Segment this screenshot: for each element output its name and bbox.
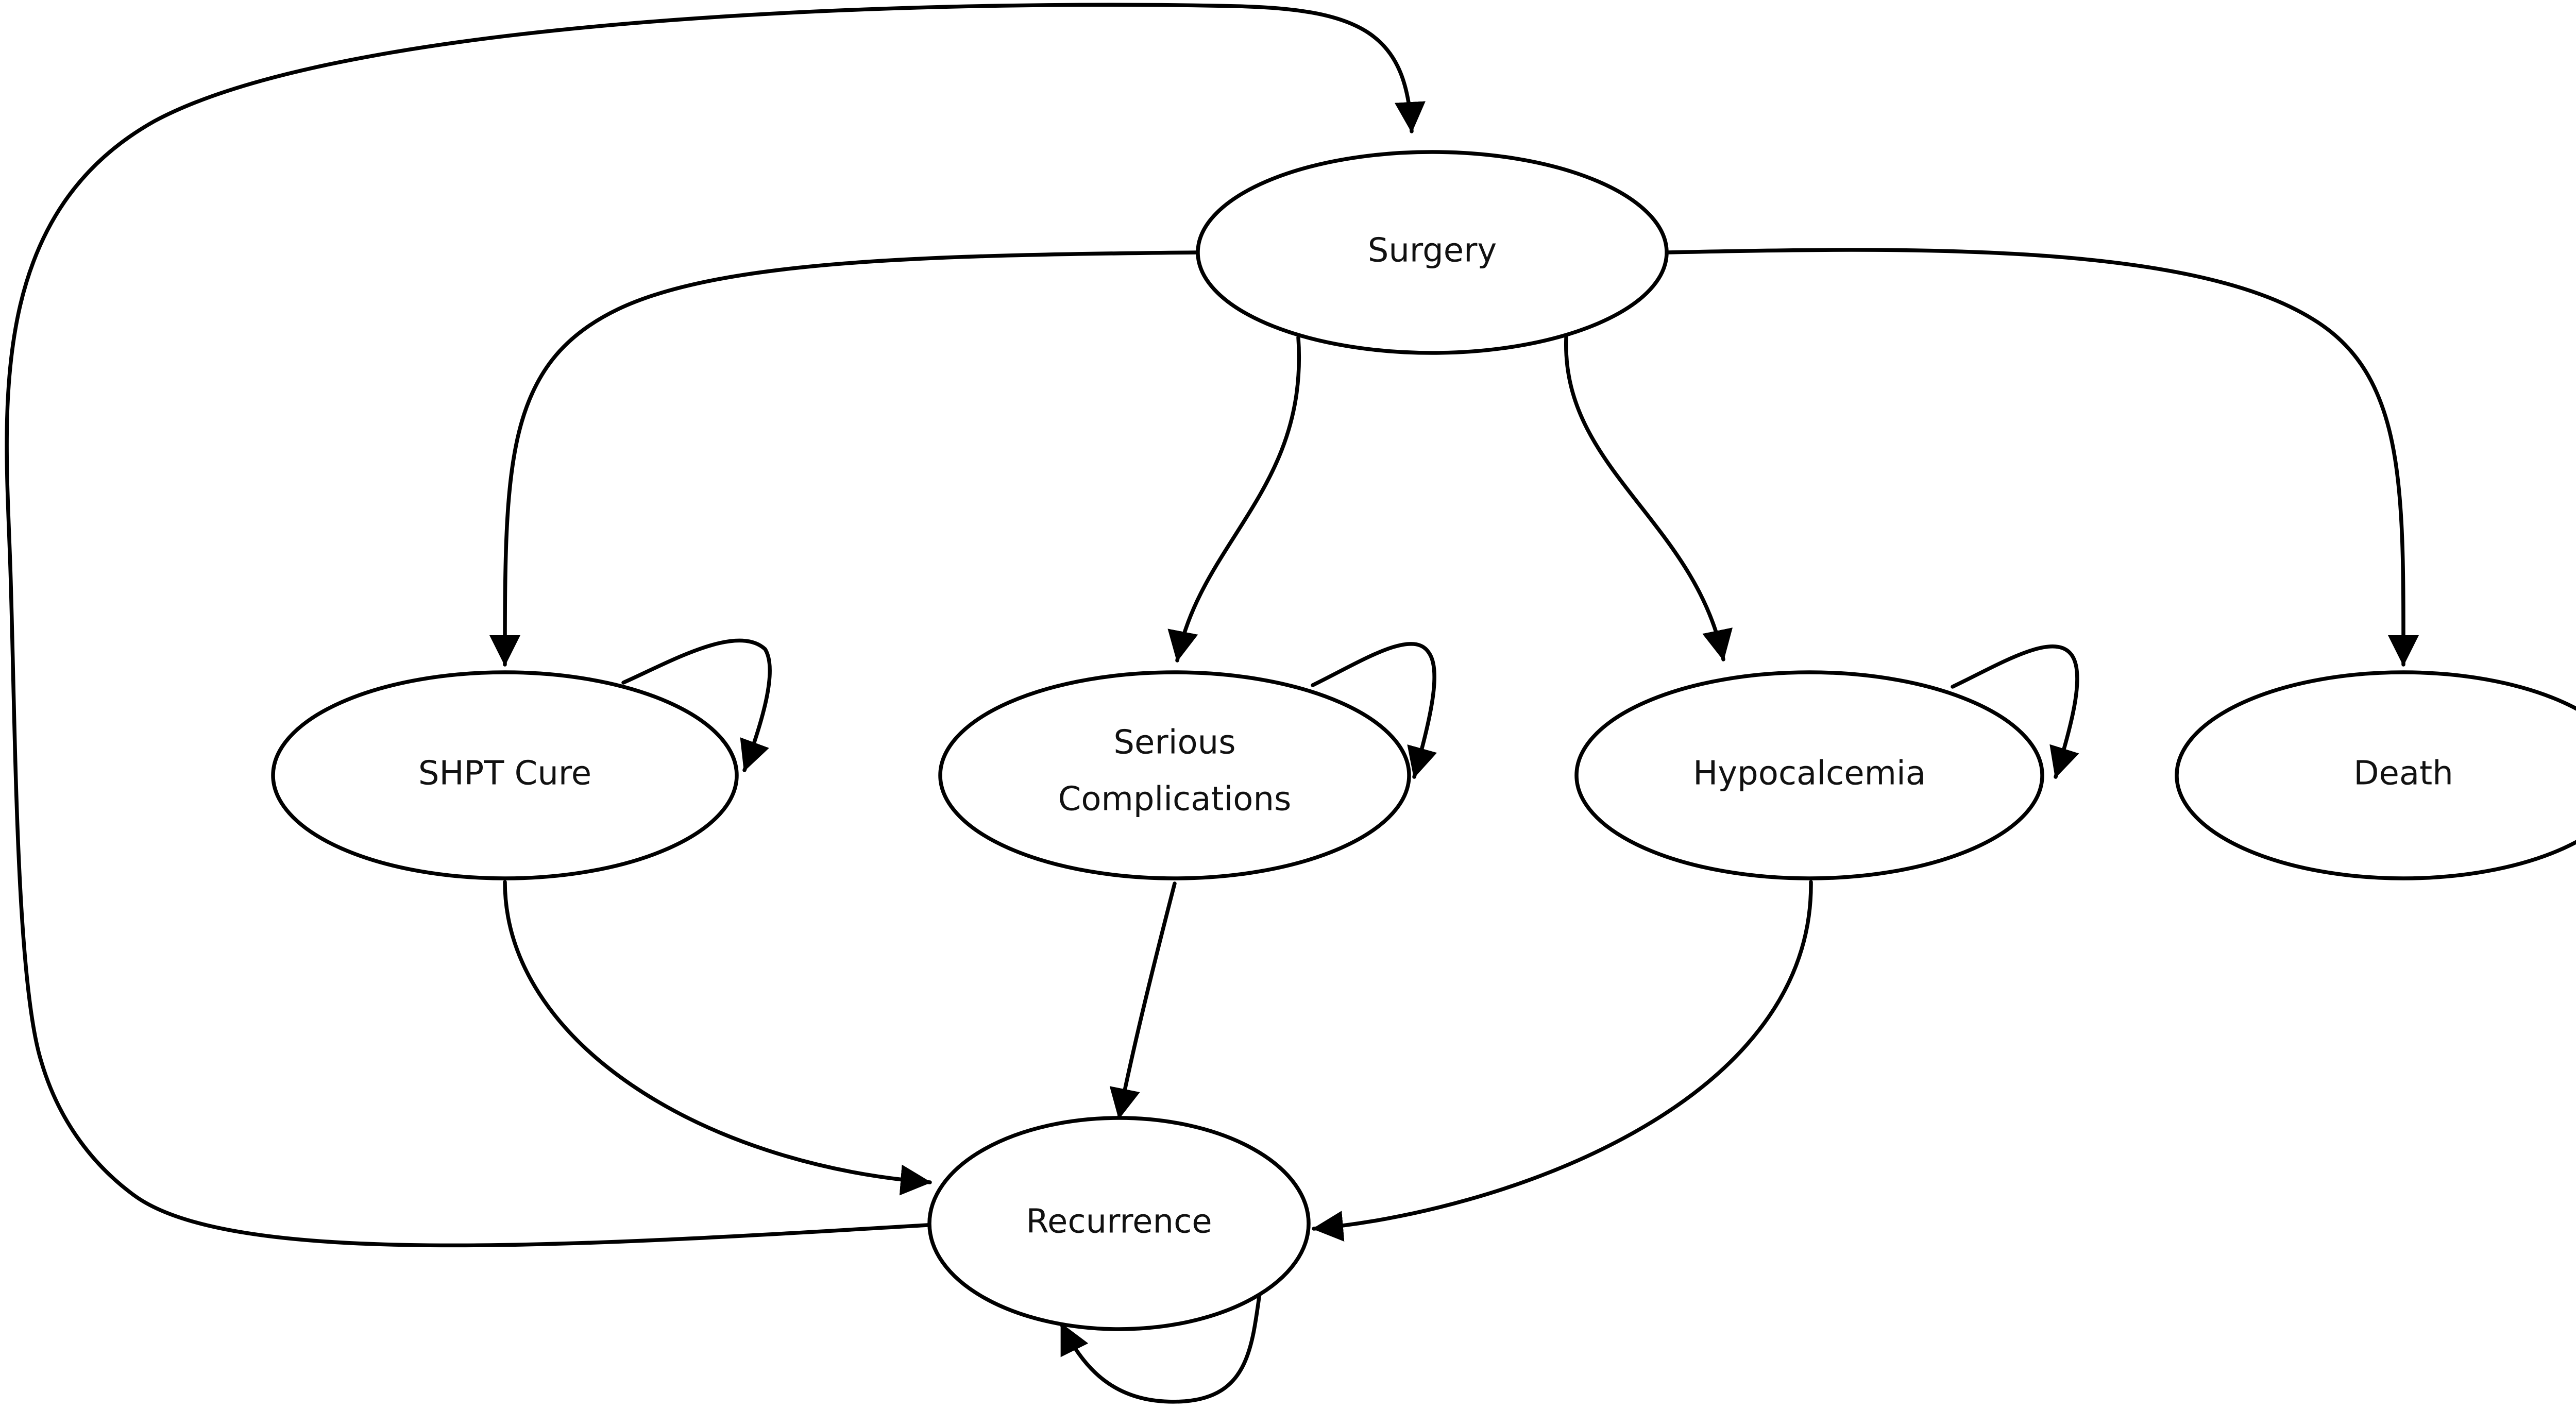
node-recurrence-label: Recurrence (1026, 1203, 1212, 1241)
node-shpt-cure: SHPT Cure (271, 670, 739, 880)
edge-surgery-to-serious-complications (1167, 335, 1301, 663)
edge-hypocalcemia-to-recurrence (1312, 880, 1813, 1242)
node-serious-complications-shape (938, 670, 1411, 880)
node-shpt-cure-label: SHPT Cure (418, 755, 591, 793)
edge-recurrence-self-loop (1059, 1291, 1262, 1404)
edge-serious-complications-self-loop (1311, 642, 1437, 779)
edges (5, 3, 2419, 1404)
edge-shpt-cure-self-loop (621, 638, 772, 772)
node-recurrence-shape (927, 1116, 1311, 1331)
node-death: Death (2175, 670, 2576, 880)
node-recurrence: Recurrence (927, 1116, 1311, 1331)
node-death-shape (2175, 670, 2576, 880)
edge-serious-complications-to-recurrence (1109, 881, 1177, 1120)
node-surgery-label: Surgery (1368, 232, 1497, 270)
node-serious-complications: Serious Complications (938, 670, 1411, 880)
node-serious-complications-label-line1: Serious (1113, 724, 1235, 762)
node-hypocalcemia-shape (1574, 670, 2044, 880)
node-hypocalcemia-label: Hypocalcemia (1693, 755, 1926, 793)
edge-surgery-to-shpt-cure (489, 250, 1200, 667)
edge-recurrence-to-surgery (5, 3, 1426, 1248)
node-death-label: Death (2353, 755, 2453, 793)
edge-hypocalcemia-self-loop (1951, 644, 2079, 779)
node-hypocalcemia: Hypocalcemia (1574, 670, 2044, 880)
node-serious-complications-label-line2: Complications (1058, 780, 1292, 819)
edge-surgery-to-death (1665, 248, 2419, 667)
node-surgery-shape (1196, 150, 1669, 355)
edge-surgery-to-hypocalcemia (1564, 335, 1733, 661)
node-surgery: Surgery (1196, 150, 1669, 355)
edge-shpt-cure-to-recurrence (503, 880, 932, 1196)
node-shpt-cure-shape (271, 670, 739, 880)
